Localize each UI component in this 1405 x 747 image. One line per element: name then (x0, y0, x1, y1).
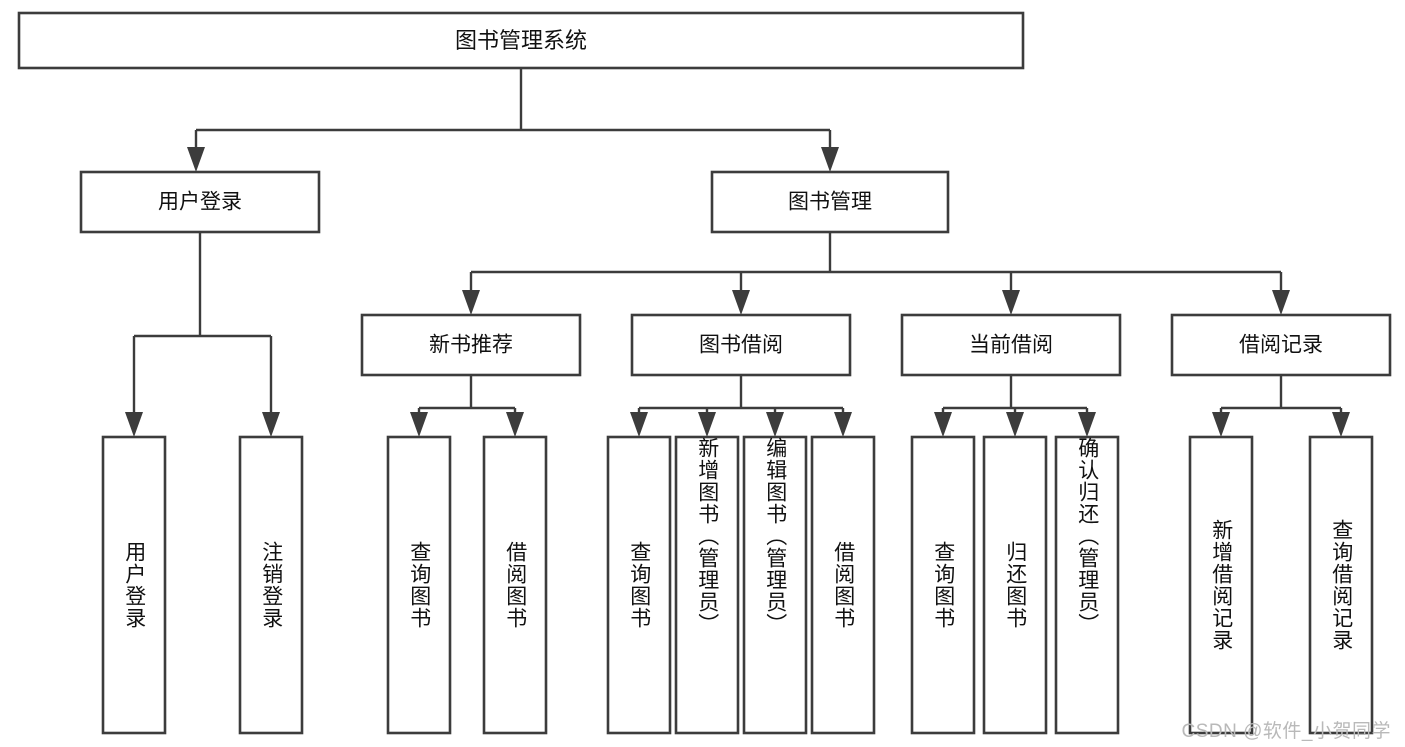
node-user-login-box[interactable] (79, 170, 321, 234)
arrow-head-borrow-record (1272, 290, 1290, 315)
arrow-head-book-management (821, 147, 839, 172)
node-book-borrow-label: 图书借阅 (699, 334, 783, 357)
connector-root-branch (194, 68, 832, 152)
node-current-borrow-box[interactable] (900, 313, 1122, 377)
node-current-borrow-label: 当前借阅 (969, 334, 1053, 357)
arrow-head-new-book-recommend (462, 290, 480, 315)
node-new-book-recommend[interactable]: 新书推荐 (360, 313, 582, 377)
node-root-box[interactable] (17, 11, 1025, 70)
connector-group-userlogin-to-leaves (125, 232, 280, 437)
node-book-management-label: 图书管理 (788, 191, 872, 214)
arrow-head-leaf-query-book-current (934, 412, 952, 437)
arrow-head-leaf-query-book-borrow (630, 412, 648, 437)
arrow-head-leaf-edit-book-admin (766, 412, 784, 437)
arrow-head-leaf-return-book (1006, 412, 1024, 437)
arrow-head-leaf-borrow-book-recommend (506, 412, 524, 437)
connector-group-recommend-to-leaves (410, 375, 524, 437)
arrow-head-leaf-logout-login (262, 412, 280, 437)
node-book-management[interactable]: 图书管理 (710, 170, 950, 234)
connector-currentborrow-branch (941, 375, 1089, 418)
leaf-borrow-book-box[interactable] (810, 435, 876, 735)
leaf-confirm-return-admin-box[interactable] (1054, 435, 1120, 735)
connector-bookborrow-branch (637, 375, 845, 418)
node-borrow-record[interactable]: 借阅记录 (1170, 313, 1392, 377)
leaf-query-book-borrow-box[interactable] (606, 435, 672, 735)
arrow-head-leaf-query-book-recommend (410, 412, 428, 437)
csdn-watermark: CSDN @软件_小贺同学 (1181, 721, 1391, 742)
connector-group-bookmgmt-to-level3 (462, 232, 1290, 315)
arrow-head-leaf-borrow-book (834, 412, 852, 437)
leaf-borrow-book-recommend-box[interactable] (482, 435, 548, 735)
arrow-head-book-borrow (732, 290, 750, 315)
arrow-head-leaf-add-borrow-record (1212, 412, 1230, 437)
leaf-return-book-box[interactable] (982, 435, 1048, 735)
connector-bookmgmt-branch (469, 232, 1283, 296)
node-root-label: 图书管理系统 (455, 28, 587, 53)
connector-group-bookborrow-to-leaves (630, 375, 852, 437)
leaf-add-book-admin-box[interactable] (674, 435, 740, 735)
node-new-book-recommend-label: 新书推荐 (429, 334, 513, 357)
node-user-login-label: 用户登录 (158, 191, 242, 214)
arrow-head-leaf-add-book-admin (698, 412, 716, 437)
leaf-query-book-current-box[interactable] (910, 435, 976, 735)
arrow-head-leaf-query-borrow-record (1332, 412, 1350, 437)
arrow-head-user-login (187, 147, 205, 172)
node-root[interactable]: 图书管理系统 (17, 11, 1025, 70)
connector-group-borrowrecord-to-leaves (1212, 375, 1350, 437)
node-book-borrow[interactable]: 图书借阅 (630, 313, 852, 377)
leaf-boxes-group (101, 435, 1374, 735)
arrow-head-leaf-user-login (125, 412, 143, 437)
leaf-query-borrow-record-box[interactable] (1308, 435, 1374, 735)
leaf-logout-login-box[interactable] (238, 435, 304, 735)
leaf-user-login-box[interactable] (101, 435, 167, 735)
connector-group-root-to-level2 (187, 68, 839, 172)
leaf-query-book-recommend-box[interactable] (386, 435, 452, 735)
node-book-management-box[interactable] (710, 170, 950, 234)
node-user-login[interactable]: 用户登录 (79, 170, 321, 234)
node-new-book-recommend-box[interactable] (360, 313, 582, 377)
node-current-borrow[interactable]: 当前借阅 (900, 313, 1122, 377)
node-book-borrow-box[interactable] (630, 313, 852, 377)
arrow-head-leaf-confirm-return-admin (1078, 412, 1096, 437)
node-borrow-record-label: 借阅记录 (1239, 334, 1323, 357)
connector-userlogin-branch (132, 232, 273, 418)
connector-group-currentborrow-to-leaves (934, 375, 1096, 437)
connector-recommend-branch (417, 375, 517, 418)
connector-borrowrecord-branch (1219, 375, 1343, 418)
node-borrow-record-box[interactable] (1170, 313, 1392, 377)
leaf-edit-book-admin-box[interactable] (742, 435, 808, 735)
leaf-add-borrow-record-box[interactable] (1188, 435, 1254, 735)
arrow-head-current-borrow (1002, 290, 1020, 315)
